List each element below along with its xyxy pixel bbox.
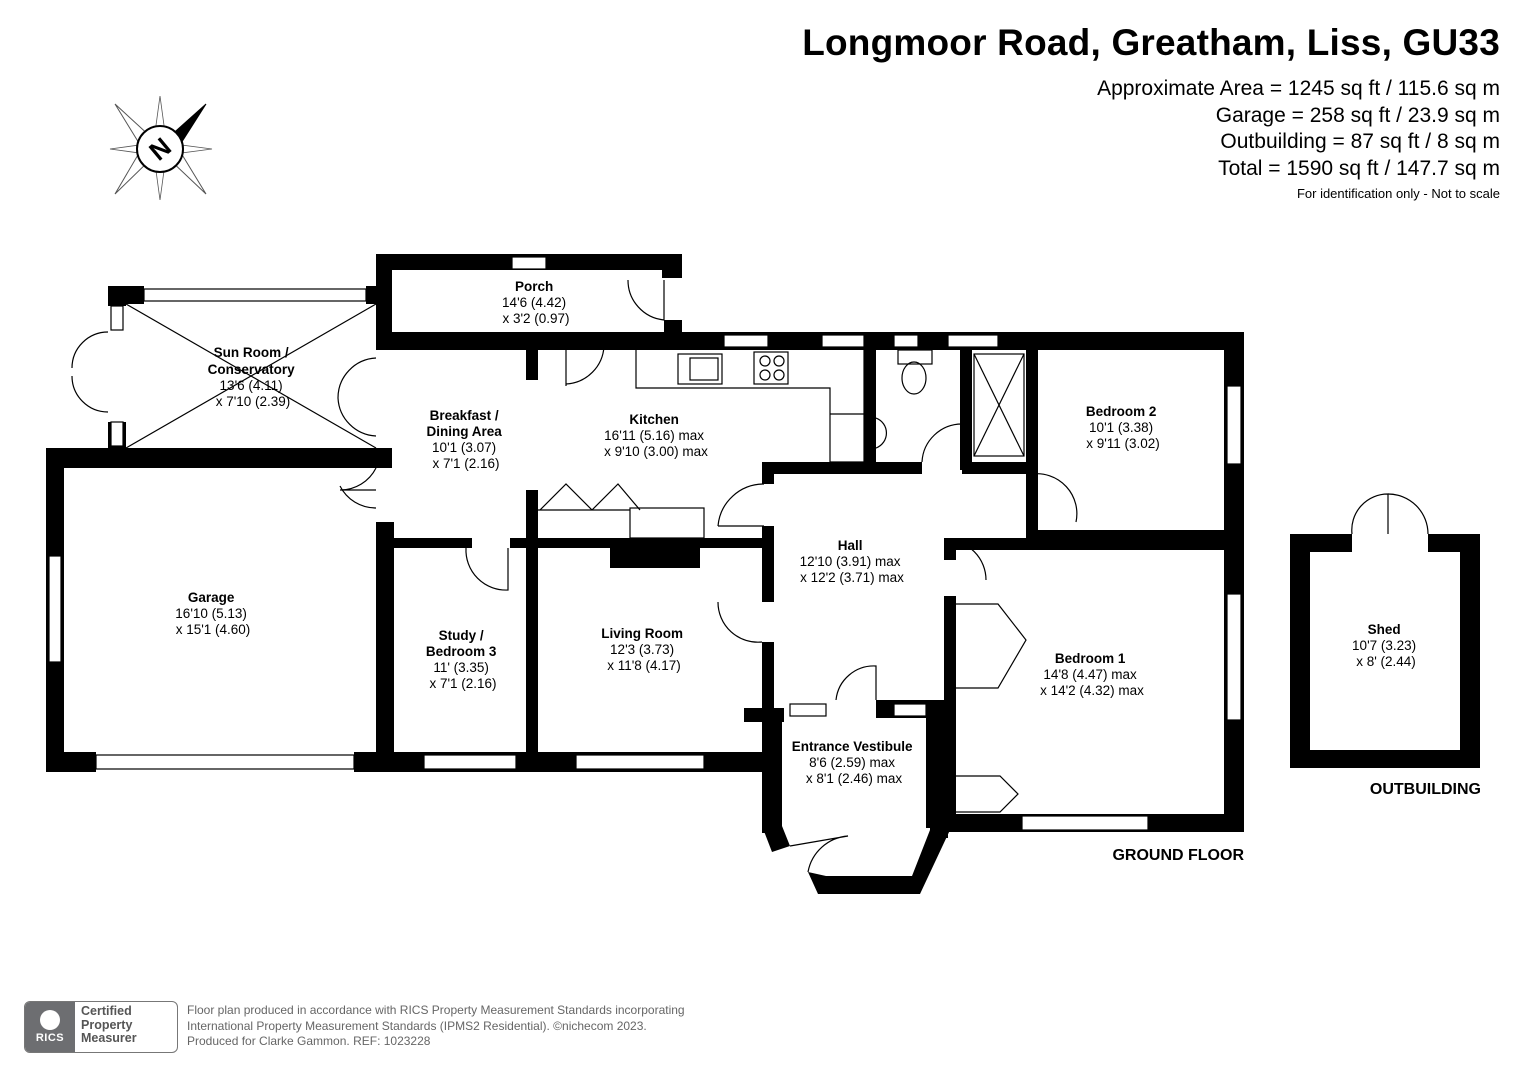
room-label-kitchen: Kitchen 16'11 (5.16) max x 9'10 (3.00) m…: [604, 412, 708, 459]
floor-plan: N: [46, 95, 1481, 894]
approximate-area: Approximate Area = 1245 sq ft / 115.6 sq…: [1097, 77, 1500, 100]
rics-logo-text: RICS: [35, 1032, 65, 1044]
room-label-study: Study / Bedroom 3 11' (3.35) x 7'1 (2.16…: [426, 628, 500, 691]
outbuilding-area: Outbuilding = 87 sq ft / 8 sq m: [1220, 130, 1500, 153]
room-label-garage: Garage 16'10 (5.13) x 15'1 (4.60): [175, 590, 250, 637]
rics-certified-badge: RICS Certified Property Measurer: [24, 1001, 178, 1053]
total-area: Total = 1590 sq ft / 147.7 sq m: [1218, 156, 1500, 180]
room-label-porch: Porch 14'6 (4.42) x 3'2 (0.97): [502, 279, 570, 326]
certified-measurer-text: Certified Property Measurer: [81, 1004, 137, 1045]
footer-line-3: Produced for Clarke Gammon. REF: 1023228: [187, 1034, 431, 1048]
room-label-hall: Hall 12'10 (3.91) max x 12'2 (3.71) max: [800, 538, 905, 585]
property-title: Longmoor Road, Greatham, Liss, GU33: [802, 22, 1500, 63]
footer-line-2: International Property Measurement Stand…: [187, 1018, 647, 1033]
scale-disclaimer: For identification only - Not to scale: [1296, 186, 1500, 201]
garage-area: Garage = 258 sq ft / 23.9 sq m: [1215, 103, 1500, 127]
title-block: Longmoor Road, Greatham, Liss, GU33 Appr…: [802, 22, 1500, 201]
room-label-sun-room: Sun Room / Conservatory 13'6 (4.11) x 7'…: [208, 345, 299, 409]
room-label-bedroom-1: Bedroom 1 14'8 (4.47) max x 14'2 (4.32) …: [1040, 651, 1144, 698]
footer-notes: Floor plan produced in accordance with R…: [187, 1003, 747, 1050]
rics-logo: RICS: [25, 1002, 75, 1052]
room-label-living-room: Living Room 12'3 (3.73) x 11'8 (4.17): [601, 626, 687, 673]
plan-fixtures: [71, 279, 1429, 873]
room-label-shed: Shed 10'7 (3.23) x 8' (2.44): [1352, 622, 1420, 669]
room-label-vestibule: Entrance Vestibule 8'6 (2.59) max x 8'1 …: [792, 739, 917, 786]
north-compass-icon: N: [109, 95, 213, 201]
ground-floor-label: GROUND FLOOR: [1112, 847, 1244, 864]
footer-line-1: Floor plan produced in accordance with R…: [187, 1003, 685, 1017]
room-label-breakfast: Breakfast / Dining Area 10'1 (3.07) x 7'…: [426, 408, 505, 471]
outbuilding-label: OUTBUILDING: [1370, 781, 1481, 798]
plan-windows: [48, 256, 1242, 831]
room-label-bedroom-2: Bedroom 2 10'1 (3.38) x 9'11 (3.02): [1086, 404, 1160, 451]
rics-emblem-icon: [40, 1010, 60, 1030]
